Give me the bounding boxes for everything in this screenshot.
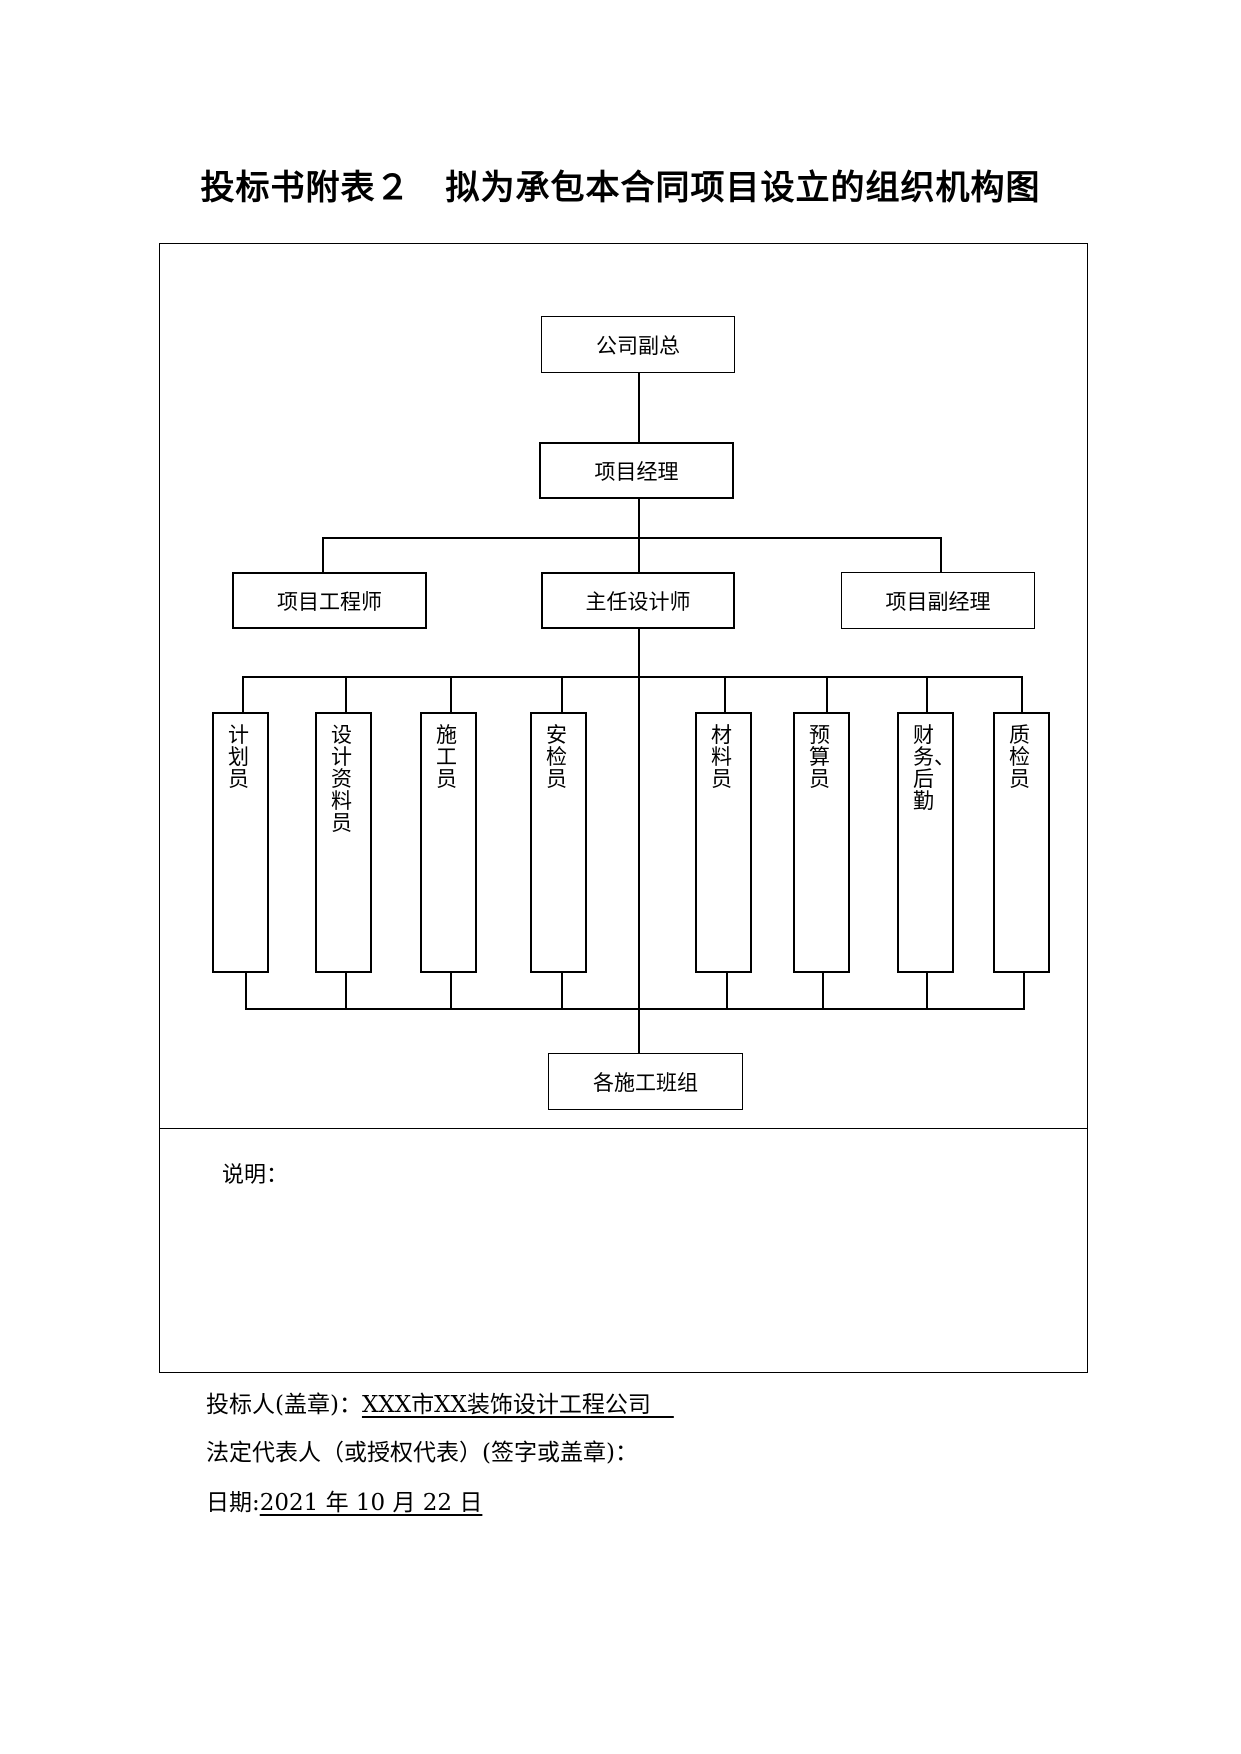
org-box-staff: 施工员 (420, 712, 477, 973)
staff-drop-top (926, 676, 928, 712)
staff-label: 预算员 (809, 723, 830, 791)
staff-drop-bottom (561, 973, 563, 1009)
staff-drop-bottom (822, 973, 824, 1009)
org-box-staff: 质检员 (993, 712, 1050, 973)
org-box-chief-designer: 主任设计师 (541, 572, 735, 629)
staff-label: 计划员 (228, 723, 249, 791)
staff-label: 设计资料员 (331, 723, 352, 835)
connector-center-trunk (638, 629, 640, 1054)
org-box-staff: 安检员 (530, 712, 587, 973)
staff-drop-top (242, 676, 244, 712)
staff-drop-top (724, 676, 726, 712)
bidder-value: XXX市XX装饰设计工程公司 (361, 1392, 674, 1418)
connector-staff-bottom-horizontal (245, 1008, 1025, 1010)
staff-drop-bottom (450, 973, 452, 1009)
bidder-label: 投标人(盖章)： (206, 1392, 362, 1418)
org-box-staff: 材料员 (695, 712, 752, 973)
staff-drop-top (450, 676, 452, 712)
staff-drop-top (1021, 676, 1023, 712)
note-label: 说明： (222, 1163, 289, 1188)
date-value: 2021 年 10 月 22 日 (259, 1490, 483, 1516)
bidder-line: 投标人(盖章)：XXX市XX装饰设计工程公司 (206, 1385, 674, 1419)
org-box-staff: 设计资料员 (315, 712, 372, 973)
connector-staff-top-horizontal (242, 676, 1023, 678)
staff-drop-top (345, 676, 347, 712)
org-box-work-teams: 各施工班组 (548, 1053, 743, 1110)
staff-drop-bottom (345, 973, 347, 1009)
staff-label: 施工员 (436, 723, 457, 791)
staff-drop-top (826, 676, 828, 712)
connector-manager-level3 (638, 499, 640, 573)
staff-drop-bottom (245, 973, 247, 1009)
connector-right-drop (940, 537, 942, 573)
staff-label: 安检员 (546, 723, 567, 791)
org-box-staff: 计划员 (212, 712, 269, 973)
org-box-staff: 预算员 (793, 712, 850, 973)
staff-label: 质检员 (1009, 723, 1030, 791)
connector-top-manager (638, 373, 640, 443)
connector-left-drop (322, 537, 324, 573)
staff-drop-bottom (1023, 973, 1025, 1009)
connector-level3-horizontal (322, 537, 942, 539)
staff-drop-bottom (726, 973, 728, 1009)
org-box-project-manager: 项目经理 (539, 442, 734, 499)
date-line: 日期:2021 年 10 月 22 日 (206, 1483, 482, 1517)
staff-drop-bottom (926, 973, 928, 1009)
org-box-deputy-manager: 项目副经理 (841, 572, 1035, 629)
representative-label: 法定代表人（或授权代表）(签字或盖章)： (206, 1440, 638, 1466)
org-box-staff: 财务、后勤 (897, 712, 955, 973)
org-box-vice-president: 公司副总 (541, 316, 735, 373)
representative-line: 法定代表人（或授权代表）(签字或盖章)： (206, 1433, 638, 1467)
org-box-project-engineer: 项目工程师 (232, 572, 427, 629)
frame-divider (159, 1128, 1088, 1129)
org-chart-frame (159, 243, 1088, 1373)
page-title: 投标书附表２ 拟为承包本合同项目设立的组织机构图 (200, 168, 1041, 208)
date-label: 日期: (206, 1490, 260, 1516)
staff-drop-top (561, 676, 563, 712)
staff-label: 材料员 (711, 723, 732, 791)
staff-label: 财务、后勤 (913, 723, 955, 813)
